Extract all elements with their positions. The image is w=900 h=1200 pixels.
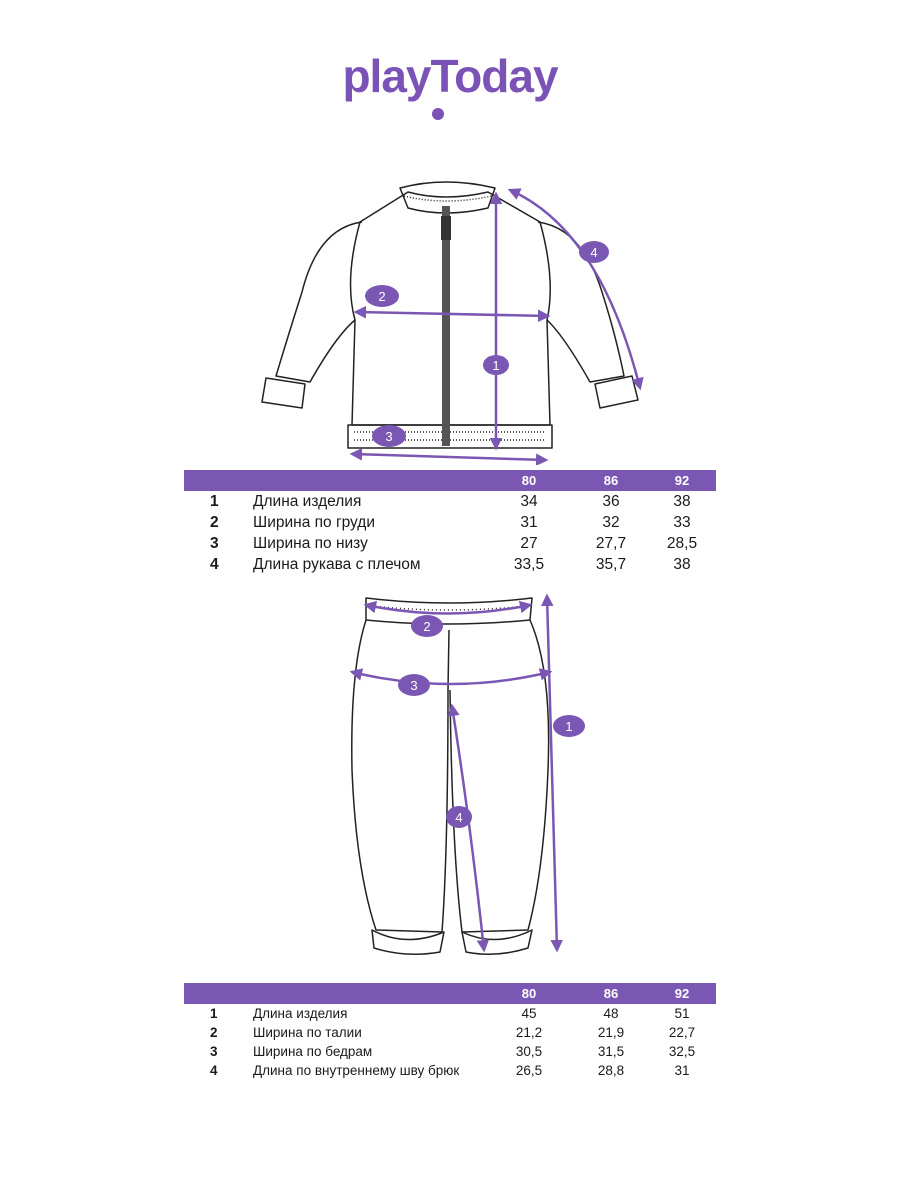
brand-logo-dot (432, 108, 444, 120)
jacket-hem-line (349, 448, 549, 466)
row-label: Длина изделия (253, 493, 362, 510)
pants-inseam-line (447, 703, 490, 953)
callout-3: 3 (372, 425, 406, 447)
row-value: 21,2 (515, 1025, 543, 1040)
table-header: 80 86 92 (184, 983, 716, 1004)
table-row: 1 Длина изделия 34 36 38 (184, 491, 716, 512)
row-label: Ширина по бедрам (253, 1044, 373, 1059)
svg-text:4: 4 (590, 245, 597, 260)
row-value: 27,7 (595, 535, 627, 552)
row-label: Длина изделия (253, 1006, 348, 1021)
row-value: 38 (673, 556, 691, 573)
jacket-size-table: 80 86 92 1 Длина изделия 34 36 38 2 Шири… (184, 470, 716, 575)
size-header: 86 (603, 473, 619, 488)
callout-2: 2 (365, 285, 399, 307)
zipper (442, 206, 450, 446)
callout-2: 2 (411, 615, 443, 637)
table-row: 4 Длина рукава с плечом 33,5 35,7 38 (184, 554, 716, 575)
row-number: 2 (210, 514, 219, 531)
pants-hip-line (349, 668, 553, 686)
pants-size-table: 80 86 92 1 Длина изделия 45 48 51 2 Шири… (184, 983, 716, 1080)
row-label: Ширина по низу (253, 535, 368, 552)
pants-waist-line (363, 600, 533, 615)
callout-1: 1 (553, 715, 585, 737)
table-row: 3 Ширина по бедрам 30,5 31,5 32,5 (184, 1042, 716, 1061)
row-label: Длина по внутреннему шву брюк (253, 1063, 460, 1078)
svg-text:4: 4 (455, 810, 462, 825)
row-value: 38 (673, 493, 691, 510)
callout-4: 4 (446, 806, 472, 828)
svg-text:3: 3 (410, 678, 417, 693)
table-row: 2 Ширина по груди 31 32 33 (184, 512, 716, 533)
row-label: Длина рукава с плечом (253, 556, 421, 573)
row-value: 28,5 (666, 535, 698, 552)
table-header: 80 86 92 (184, 470, 716, 491)
size-header: 92 (674, 986, 690, 1001)
row-value: 32,5 (668, 1044, 696, 1059)
row-number: 1 (210, 1006, 218, 1021)
row-number: 2 (210, 1025, 218, 1040)
brand-logo-text: playToday (342, 52, 559, 102)
row-number: 3 (210, 1044, 218, 1059)
size-header: 80 (521, 473, 537, 488)
svg-text:3: 3 (385, 429, 392, 444)
row-value: 51 (674, 1006, 690, 1021)
row-value: 35,7 (595, 556, 627, 573)
row-number: 3 (210, 535, 219, 552)
row-number: 4 (210, 556, 219, 573)
brand-logo: playToday (0, 52, 900, 132)
table-row: 1 Длина изделия 45 48 51 (184, 1004, 716, 1023)
size-header: 92 (674, 473, 690, 488)
size-header: 80 (521, 986, 537, 1001)
brand-logo-graphic: playToday (342, 52, 560, 120)
row-value: 36 (602, 493, 620, 510)
row-value: 45 (521, 1006, 537, 1021)
svg-text:2: 2 (378, 289, 385, 304)
row-value: 28,8 (597, 1063, 625, 1078)
row-value: 22,7 (668, 1025, 696, 1040)
callout-1: 1 (483, 355, 509, 375)
row-number: 1 (210, 493, 219, 510)
row-value: 31,5 (597, 1044, 625, 1059)
row-value: 21,9 (597, 1025, 625, 1040)
jacket-chest-line (353, 305, 551, 323)
row-value: 26,5 (515, 1063, 543, 1078)
svg-text:1: 1 (492, 358, 499, 373)
pants-outline (351, 597, 550, 955)
table-row: 3 Ширина по низу 27 27,7 28,5 (184, 533, 716, 554)
pants-length-line (541, 593, 563, 953)
row-value: 31 (674, 1063, 690, 1078)
svg-text:1: 1 (565, 719, 572, 734)
pants-diagram: 1 2 3 4 (0, 590, 900, 965)
row-number: 4 (210, 1063, 218, 1078)
svg-text:2: 2 (423, 619, 430, 634)
table-row: 4 Длина по внутреннему шву брюк 26,5 28,… (184, 1061, 716, 1080)
row-label: Ширина по груди (253, 514, 375, 531)
row-value: 30,5 (515, 1044, 543, 1059)
jacket-diagram: 1 2 3 4 (0, 170, 900, 466)
row-value: 33 (673, 514, 691, 531)
row-value: 27 (520, 535, 538, 552)
row-value: 33,5 (513, 556, 545, 573)
row-value: 32 (602, 514, 620, 531)
size-header: 86 (603, 986, 619, 1001)
callout-3: 3 (398, 674, 430, 696)
table-row: 2 Ширина по талии 21,2 21,9 22,7 (184, 1023, 716, 1042)
row-value: 34 (520, 493, 538, 510)
row-label: Ширина по талии (253, 1025, 362, 1040)
row-value: 31 (520, 514, 538, 531)
row-value: 48 (603, 1006, 619, 1021)
zipper-pull (441, 216, 451, 240)
callout-4: 4 (579, 241, 609, 263)
